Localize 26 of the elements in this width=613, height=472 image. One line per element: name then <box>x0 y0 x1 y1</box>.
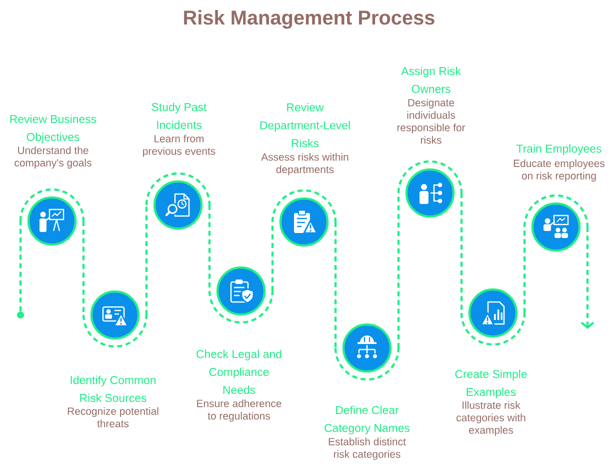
step-description: Establish distinct risk categories <box>328 438 406 460</box>
step-title: Train Employees <box>516 144 602 155</box>
step-title: Review Business Objectives <box>10 114 96 144</box>
step-title: Assign Risk Owners <box>401 66 461 94</box>
step-description: Illustrate risk categories with examples <box>456 401 526 436</box>
step-description: Designate individuals responsible for risks <box>397 98 466 144</box>
step-title: Check Legal and Compliance Needs <box>196 350 282 394</box>
step-description: Learn from previous events <box>143 134 216 157</box>
step-title: Identify Common Risk Sources <box>70 376 156 402</box>
step-description: Educate employees on risk reporting <box>514 159 605 182</box>
step-description: Ensure adherence to regulations <box>197 399 282 422</box>
title: Risk Management Process <box>184 10 434 29</box>
arrow <box>580 226 594 329</box>
connector-line <box>460 192 463 313</box>
connector-line <box>334 222 337 348</box>
step-title: Study Past Incidents <box>152 102 207 130</box>
connector-line <box>145 204 148 315</box>
step-description: Assess risks within departments <box>261 153 348 176</box>
connector-line <box>82 220 85 315</box>
step-title: Create Simple Examples <box>455 370 527 398</box>
step-title: Define Clear Category Names <box>324 406 410 434</box>
step-description: Understand the company's goals <box>14 146 92 169</box>
step-description: Recognize potential threats <box>68 407 158 428</box>
step-title: Review Department-Level Risks <box>260 103 350 148</box>
connector-line <box>19 220 22 312</box>
start-dot <box>17 311 24 318</box>
